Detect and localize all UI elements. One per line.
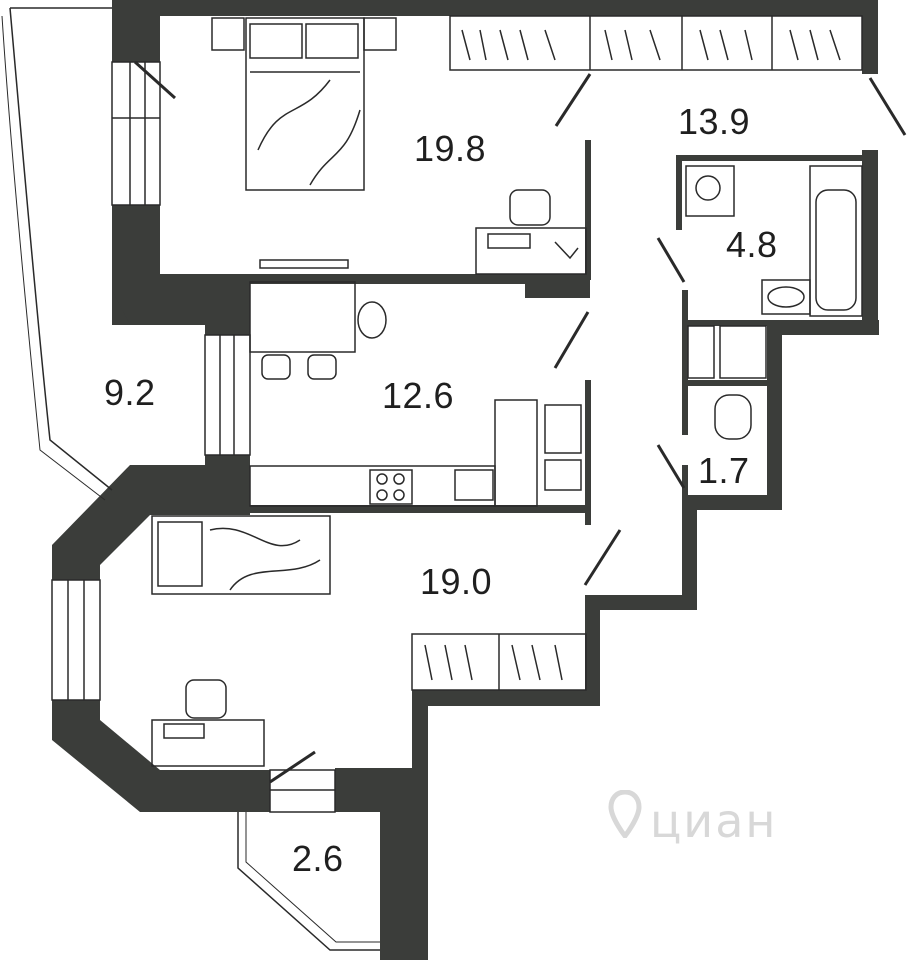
furniture: [1, 7, 907, 951]
watermark: циан: [650, 794, 778, 848]
area-label-bedroom-1: 19.8: [414, 128, 487, 169]
area-label-kitchen: 12.6: [382, 375, 455, 416]
area-label-toilet: 1.7: [698, 450, 750, 491]
area-label-hall: 13.9: [678, 101, 751, 142]
map-pin-icon: [608, 790, 642, 838]
area-label-balcony-1: 9.2: [104, 372, 156, 413]
walls: [52, 0, 879, 960]
area-label-balcony-2: 2.6: [292, 838, 344, 879]
area-label-bathroom: 4.8: [726, 224, 778, 265]
area-label-bedroom-2: 19.0: [420, 561, 493, 602]
